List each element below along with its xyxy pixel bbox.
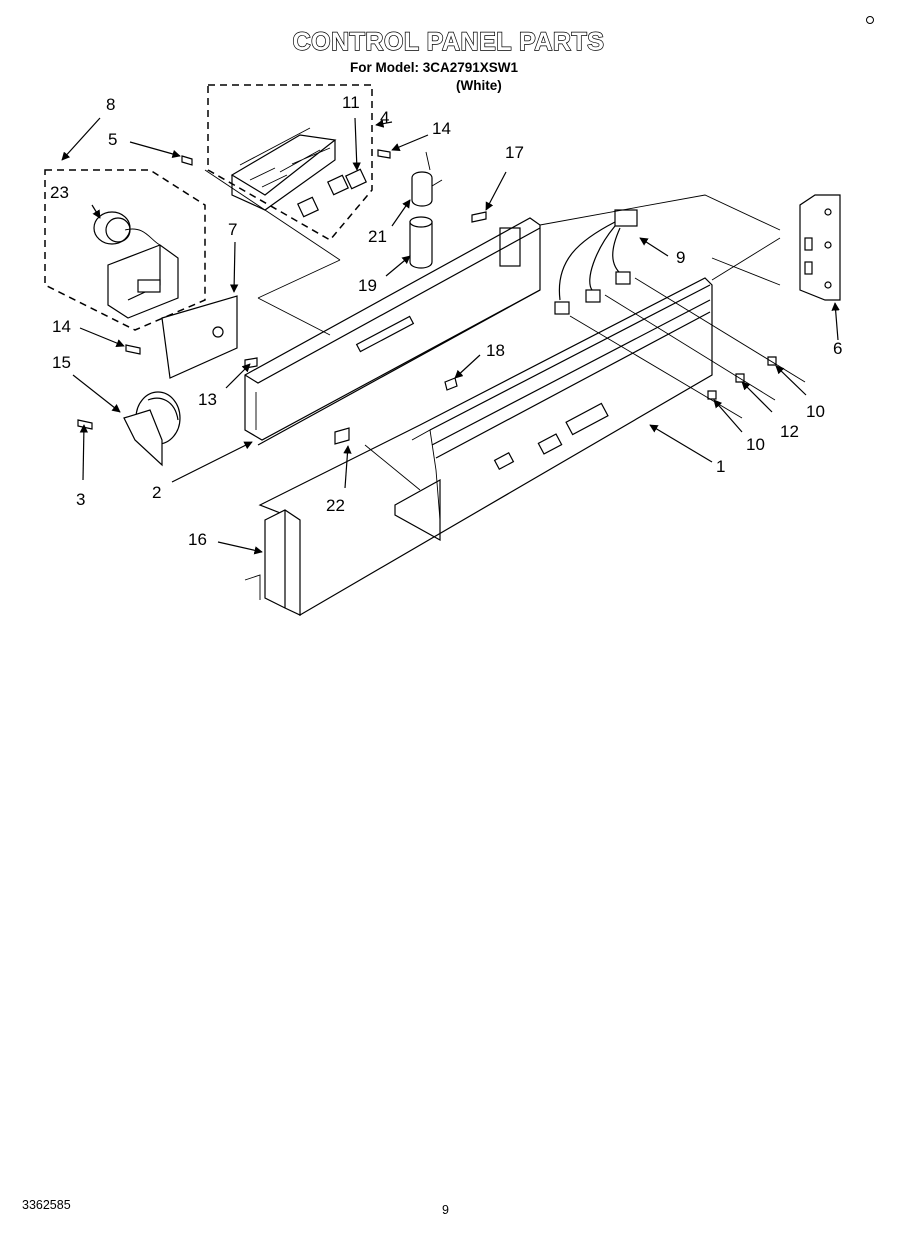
assembly-outline [539, 194, 781, 231]
callout-13: 13 [198, 390, 217, 409]
assembly-outline-3 [711, 257, 781, 286]
callout-5: 5 [108, 130, 117, 149]
part-23-timer-motor [93, 211, 179, 319]
dashed-group-8 [44, 169, 206, 331]
callout-3: 3 [76, 490, 85, 509]
part-7-bracket [161, 295, 238, 379]
page-number: 9 [442, 1203, 449, 1217]
callout-8: 8 [106, 95, 115, 114]
callout-9: 9 [676, 248, 685, 267]
callout-7: 7 [228, 220, 237, 239]
part-15-selector-switch [123, 391, 181, 467]
callout-14-top: 14 [432, 119, 451, 138]
callout-21: 21 [368, 227, 387, 246]
part-9-wire-harness [554, 209, 638, 315]
callout-18: 17 [505, 143, 524, 162]
callout-numbers: 8 5 23 11 4 14 17 21 19 7 14 15 13 3 2 1… [50, 93, 842, 549]
callout-1: 1 [716, 457, 725, 476]
page-title: CONTROL PANEL PARTS [292, 27, 605, 56]
part-6-end-bracket [799, 194, 841, 301]
corner-mark [866, 16, 874, 24]
part-4-switch-bank [204, 127, 368, 261]
leader-lines [61, 117, 840, 555]
part-1-control-panel [258, 277, 713, 617]
callout-11: 12 [780, 422, 799, 441]
callout-6: 6 [833, 339, 842, 358]
callout-19: 19 [358, 276, 377, 295]
callout-2: 2 [152, 483, 161, 502]
callout-23: 23 [50, 183, 69, 202]
callout-14-left: 14 [52, 317, 71, 336]
callout-10-lower: 10 [746, 435, 765, 454]
dashed-group-4 [207, 84, 373, 241]
assembly-outline-2 [711, 237, 781, 281]
callout-15: 15 [52, 353, 71, 372]
color-line: (White) [456, 78, 502, 93]
part-19-light-bulb [409, 216, 433, 269]
callout-10-upper: 10 [806, 402, 825, 421]
part-16-end-cap [244, 509, 301, 616]
model-line: For Model: 3CA2791XSW1 [350, 60, 519, 75]
document-number: 3362585 [22, 1198, 71, 1212]
callout-4: 4 [380, 108, 389, 127]
screws [77, 149, 777, 445]
callout-22: 22 [326, 496, 345, 515]
part-21-light-socket [411, 151, 443, 207]
part-2-inner-channel [244, 217, 541, 446]
callout-16: 16 [188, 530, 207, 549]
callout-12: 11 [342, 93, 360, 112]
callout-17: 18 [486, 341, 505, 360]
